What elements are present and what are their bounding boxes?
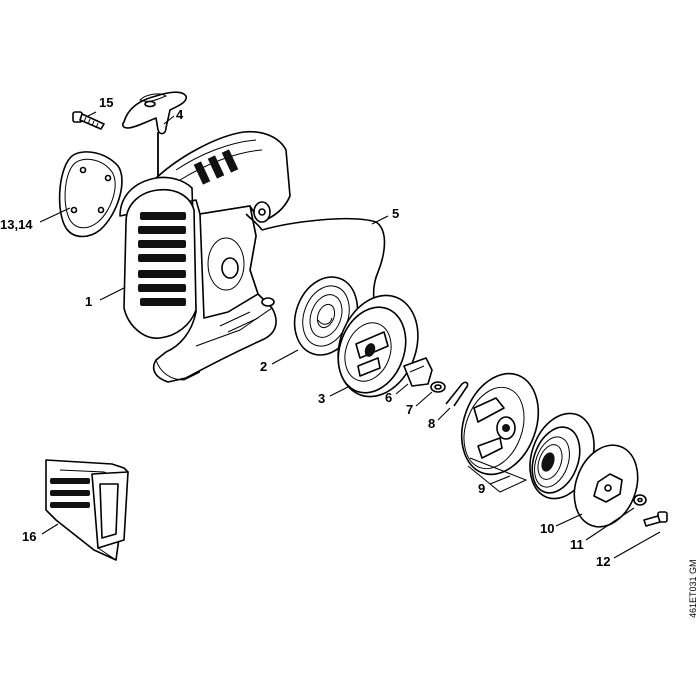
callout-4: 4 [176,107,184,122]
leader-15 [87,111,97,117]
leader-10 [555,513,583,527]
callout-10: 10 [540,521,554,536]
part-10-cover-disc [573,444,639,528]
part-15-screw [72,111,105,130]
callout-5: 5 [392,206,399,221]
leader-13-14 [39,207,71,223]
leader-3 [329,385,351,397]
callout-13-14: 13,14 [0,217,33,232]
leader-16 [41,523,59,535]
leader-5 [371,215,389,225]
drawing-code: 461ET031 GM [688,559,698,618]
leader-6 [395,383,409,395]
part-4-starter-grip [122,91,188,178]
leader-7 [415,391,433,407]
part-5-starter-rope [245,213,386,317]
leader-11 [585,507,635,541]
part-16-intake-cover [45,459,129,561]
callout-11: 11 [570,537,584,552]
callout-8: 8 [428,416,435,431]
part-3-rope-rotor [337,294,419,398]
part-12-screw [643,511,668,527]
part-9-ratchet-housing [460,372,540,493]
callout-3: 3 [318,391,325,406]
part-6-pawl [403,357,433,387]
callout-1: 1 [85,294,92,309]
callout-15: 15 [99,95,113,110]
callout-16: 16 [22,529,36,544]
callout-9: 9 [478,481,485,496]
part-11-washer [633,494,647,506]
part-7-washer [430,381,446,393]
part-13-14-cover-plate [58,151,123,238]
leader-8 [437,407,451,421]
callout-12: 12 [596,554,610,569]
callout-6: 6 [385,390,392,405]
part-1-fan-housing [119,130,291,383]
part-8-spring-clip [445,381,469,407]
callout-2: 2 [260,359,267,374]
part-9-spring-cassette [529,412,595,500]
leader-2 [271,349,299,365]
callout-labels: 15 4 13,14 5 1 2 3 6 7 8 9 10 11 12 16 [0,95,610,569]
leader-9 [489,475,511,485]
callout-7: 7 [406,402,413,417]
leader-4 [163,115,175,125]
leader-12 [613,531,661,559]
leader-lines [39,111,661,559]
leader-1 [99,287,125,301]
